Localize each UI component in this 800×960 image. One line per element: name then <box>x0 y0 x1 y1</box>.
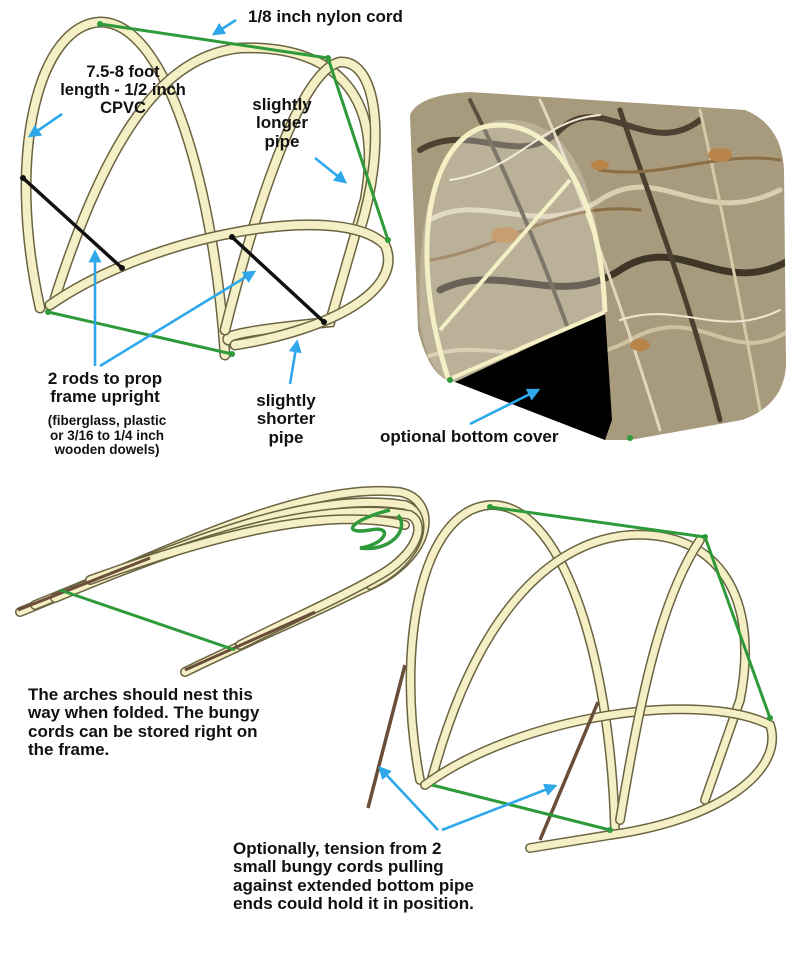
label-shorter-pipe-1: slightly <box>256 391 316 410</box>
label-nesting-note-4: the frame. <box>28 740 110 760</box>
label-tension-note-1: Optionally, tension from 2 <box>233 839 442 858</box>
stored-bungy-2 <box>184 610 316 672</box>
label-rod-materials-3: wooden dowels) <box>54 442 160 458</box>
camo-blind <box>410 92 786 441</box>
label-nesting-note-3: cords can be stored right on <box>28 721 258 741</box>
label-pipe-length-1: 7.5-8 foot <box>86 63 160 81</box>
label-prop-rods-2: frame upright <box>50 387 160 407</box>
prop-rod-2 <box>230 235 326 324</box>
label-longer-pipe-1: slightly <box>252 95 312 114</box>
label-tension-note: Optionally, tension from 2 small bungy c… <box>233 839 474 914</box>
bungy-cord-1 <box>366 664 407 809</box>
label-nylon-cord: 1/8 inch nylon cord <box>248 7 403 26</box>
label-longer-pipe-2: longer <box>256 113 308 133</box>
label-shorter-pipe-3: pipe <box>268 427 304 447</box>
prop-rod-1 <box>21 176 124 270</box>
nylon-cord <box>47 22 390 356</box>
pointer-arrows <box>27 18 558 832</box>
label-rod-materials: (fiberglass, plastic or 3/16 to 1/4 inch… <box>22 413 192 458</box>
label-nesting-note-2: way when folded. The bungy <box>28 703 260 723</box>
label-tension-note-2: small bungy cords pulling <box>233 857 444 877</box>
label-rod-materials-2: or 3/16 to 1/4 inch <box>49 427 165 443</box>
frame-assembled <box>20 16 394 361</box>
label-bottom-cover: optional bottom cover <box>380 427 559 446</box>
frame-folded <box>15 485 430 677</box>
label-shorter-pipe: slightly shorter pipe <box>236 391 336 447</box>
bottom-cover <box>455 312 612 440</box>
label-tension-note-3: against extended bottom pipe <box>233 875 474 895</box>
label-prop-rods: 2 rods to prop frame upright <box>20 369 190 407</box>
label-pipe-length-3: CPVC <box>100 98 146 117</box>
label-shorter-pipe-2: shorter <box>256 409 316 429</box>
label-pipe-length: 7.5-8 foot length - 1/2 inch CPVC <box>48 63 198 117</box>
bungy-cord-2 <box>538 701 600 841</box>
label-pipe-length-2: length - 1/2 inch <box>60 80 186 99</box>
folded-cord <box>59 588 236 652</box>
label-prop-rods-1: 2 rods to prop <box>47 369 163 388</box>
label-nesting-note: The arches should nest this way when fol… <box>28 685 260 760</box>
label-rod-materials-1: (fiberglass, plastic <box>47 413 167 428</box>
label-nesting-note-1: The arches should nest this <box>28 685 253 704</box>
frame-tensioned <box>366 499 777 853</box>
back-arch <box>49 42 375 346</box>
label-longer-pipe-3: pipe <box>264 131 300 151</box>
label-tension-note-4: ends could hold it in position. <box>233 894 474 914</box>
stored-bungy-1 <box>17 556 151 612</box>
label-longer-pipe: slightly longer pipe <box>232 95 332 151</box>
